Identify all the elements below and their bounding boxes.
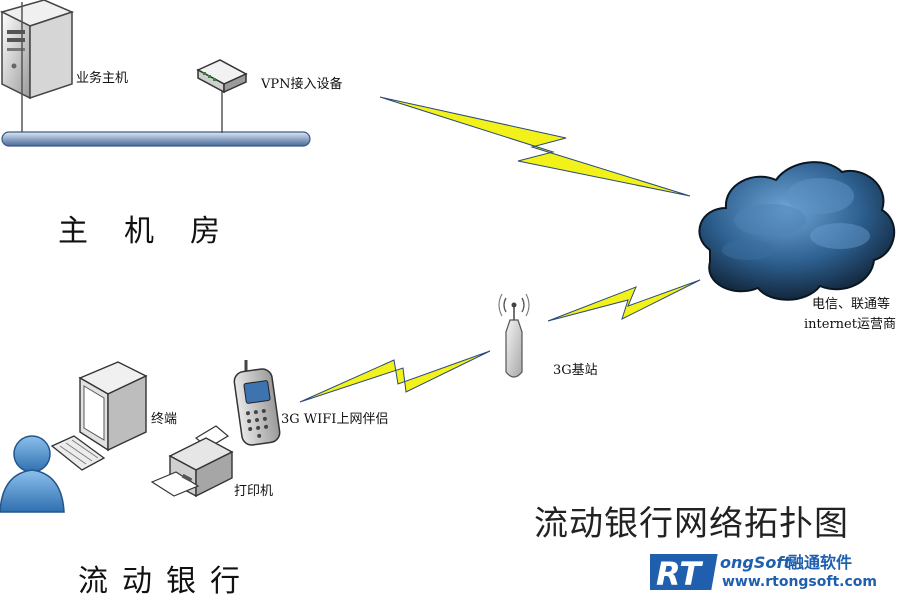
logo-cn-name: 融通软件 [788,553,852,572]
user-person-icon [0,435,65,513]
mobile-phone-icon [233,360,281,446]
group-title-main-room: 主机房 [58,214,256,249]
network-bus [1,131,311,147]
printer-icon [150,425,234,498]
lightning-vpn-to-cloud [379,96,691,197]
base-station-icon [498,293,530,378]
label-business-host: 业务主机 [76,71,129,86]
server-icon [0,0,75,132]
logo-ongsoft-text: ongSoft [720,553,792,572]
cloud-icon [698,161,896,301]
diagram-title: 流动银行网络拓扑图 [534,504,849,544]
label-printer: 打印机 [234,484,274,499]
label-terminal: 终端 [151,412,178,427]
lightning-basestation-to-wifi [299,350,491,403]
rtongsoft-logo: RT ongSoft 融通软件 www.rtongsoft.com [650,552,890,594]
group-title-mobile-bank: 流动银行 [78,564,254,599]
label-vpn-device: VPN接入设备 [261,77,343,92]
monitor-icon [78,361,148,452]
label-carrier-line2: internet运营商 [804,317,896,332]
label-base-station: 3G基站 [553,363,598,378]
keyboard-icon [50,435,106,471]
label-carrier-line1: 电信、联通等 [812,297,891,312]
logo-rt-text: RT [656,555,703,593]
router-icon [196,59,248,133]
logo-url: www.rtongsoft.com [722,574,877,590]
lightning-cloud-to-basestation [547,279,701,322]
label-wifi-companion: 3G WIFI上网伴侣 [281,412,389,427]
